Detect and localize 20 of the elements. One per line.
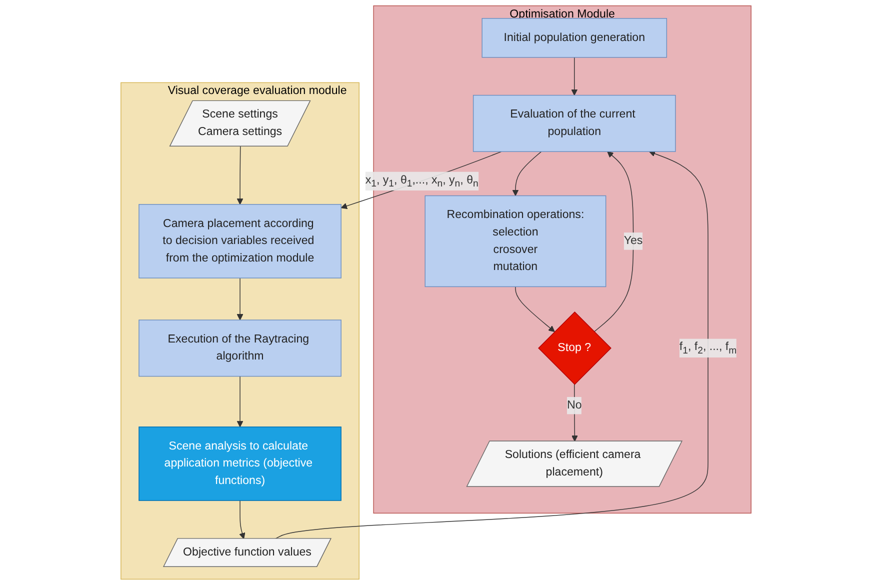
arrow <box>236 278 244 320</box>
edge-label: x$_{1}$, y$_{1}$, θ$_{1}$,..., x$_{n}$, y$_{n}$, θ$_{n}$ <box>365 174 478 188</box>
arrow <box>571 57 578 96</box>
arrow <box>236 146 244 205</box>
arrow <box>239 500 246 540</box>
node-box: Evaluation of the current population <box>472 94 676 152</box>
node-box: Scene analysis to calculate application metrics (objective functions) <box>138 426 342 501</box>
node-box: Execution of the Raytracing algorithm <box>138 320 342 377</box>
arrow <box>512 151 542 196</box>
node-box: Initial population generation <box>482 18 668 58</box>
node-box: Recombination operations: selection crosover mutation <box>424 195 606 288</box>
node-diamond: Stop ? <box>538 311 612 385</box>
node-box: Camera placement according to decision variables received from the optimization module <box>138 204 342 278</box>
arrow <box>340 151 502 210</box>
edge-label: Yes <box>624 234 643 247</box>
edge-label: No <box>566 399 582 412</box>
edge-label: f$_{1}$, f$_{2}$, ..., f$_{m}$ <box>679 340 737 356</box>
arrow <box>515 286 555 332</box>
arrow <box>594 151 634 332</box>
arrow <box>236 376 244 428</box>
